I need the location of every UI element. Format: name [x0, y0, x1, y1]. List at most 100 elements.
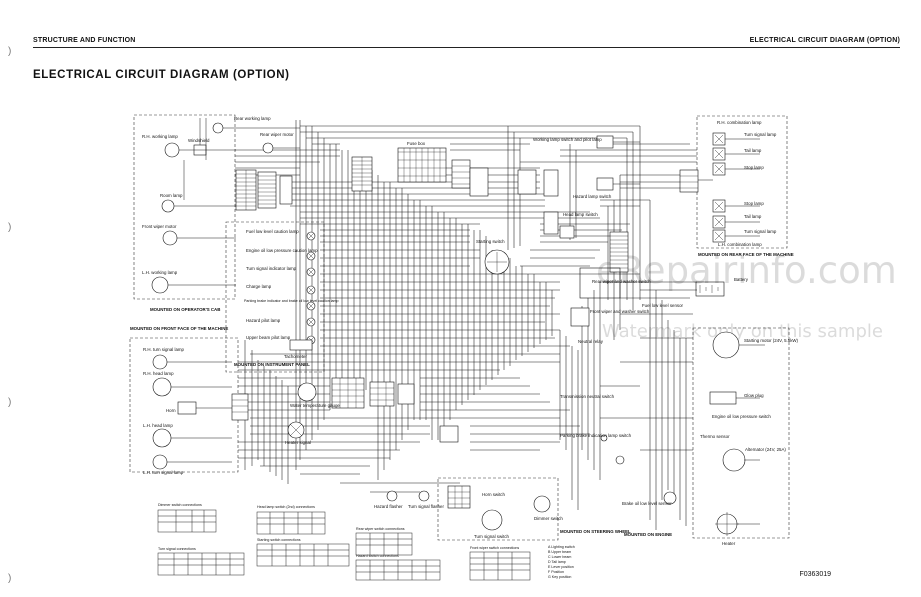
label-hazard-conn: Hazard switch connections — [356, 554, 399, 558]
label-heater: Heater — [722, 541, 736, 546]
binding-mark: ) — [8, 46, 12, 57]
label-hazard-pilot: Hazard pilot lamp — [246, 318, 281, 323]
header-rule — [33, 47, 900, 48]
rh-head-lamp — [152, 377, 172, 397]
figure-code: F0363019 — [799, 571, 831, 578]
legend-item: C Lower beam — [548, 555, 571, 559]
legend-item: E Lever position — [548, 565, 574, 569]
label-rear-wiper-motor: Rear wiper motor — [260, 132, 294, 137]
label-mounted-panel: MOUNTED ON INSTRUMENT PANEL — [234, 362, 310, 367]
label-mounted-steering: MOUNTED ON STEERING WHEEL — [560, 529, 631, 534]
label-front-wiper-motor: Front wiper motor — [142, 224, 177, 229]
steering-connector — [447, 485, 471, 509]
label-hazard-switch: Hazard lamp switch — [573, 194, 612, 199]
legend-item: D Tail lamp — [548, 560, 566, 564]
fuse-connector-2 — [451, 159, 471, 189]
label-dimmer-conn: Dimmer switch connections — [158, 503, 202, 507]
rear-wiper-motor — [262, 142, 274, 154]
label-head-lamp-conn: Head lamp switch (2nd) connections — [257, 505, 315, 509]
watermark-text: eRepairinfo.com — [596, 249, 897, 292]
label-alternator: Alternator (24V, 25A) — [745, 447, 786, 452]
wiper-connector — [570, 307, 590, 327]
page-title: ELECTRICAL CIRCUIT DIAGRAM (OPTION) — [33, 69, 290, 81]
rh-working-lamp — [164, 142, 180, 158]
label-rear-working-lamp: Rear working lamp — [234, 116, 271, 121]
label-thermo: Thermo sensor — [700, 434, 730, 439]
hazard-flasher — [386, 490, 398, 502]
label-starting-switch: Starting switch — [476, 239, 505, 244]
label-rear-wiper-conn: Rear wiper switch connections — [356, 527, 405, 531]
battery — [695, 281, 725, 297]
label-lh-comb: L.H. combination lamp — [718, 242, 762, 247]
horn-connector — [439, 425, 459, 443]
label-brake-oil-sensor: Brake oil low level sensor — [622, 501, 672, 506]
legend-item: B Upper beam — [548, 550, 571, 554]
label-parking-brake: Parking brake indicator and brake oil lo… — [244, 299, 339, 303]
alternator — [722, 448, 746, 472]
steering-frame — [437, 477, 559, 541]
label-tail-lamp: Tail lamp — [744, 148, 762, 153]
lh-working-lamp — [151, 276, 169, 294]
rh-turn-lamp — [152, 354, 168, 370]
label-turn-signal-lamp: Turn signal lamp — [744, 132, 777, 137]
turn-flasher — [418, 490, 430, 502]
label-rh-head: R.H. head lamp — [143, 371, 174, 376]
label-horn: Horn — [166, 408, 176, 413]
label-engine-oil-switch: Engine oil low pressure switch — [712, 414, 771, 419]
front-wiper-motor — [162, 230, 178, 246]
label-rh-comb: R.H. combination lamp — [717, 120, 762, 125]
label-lh-head: L.H. head lamp — [143, 423, 173, 428]
dimmer-conn-table — [157, 509, 217, 533]
engine-frame — [692, 327, 790, 539]
binding-mark: ) — [8, 397, 12, 408]
binding-mark: ) — [8, 573, 12, 584]
label-battery: Battery — [734, 277, 749, 282]
label-room-lamp: Room lamp — [160, 193, 183, 198]
dimmer-switch — [533, 495, 551, 513]
binding-mark: ) — [8, 222, 12, 233]
starting-conn-table — [256, 543, 350, 567]
brake-oil-sensor — [663, 491, 677, 505]
cab-frame — [133, 114, 236, 300]
label-dimmer-switch: Dimmer switch — [534, 516, 563, 521]
legend-item: F Position — [548, 570, 564, 574]
label-mounted-front: MOUNTED ON FRONT FACE OF THE MACHINE — [130, 326, 228, 331]
label-transmission-neutral: Transmission neutral switch — [560, 394, 615, 399]
label-windshield: Windshield — [188, 138, 210, 143]
turn-conn-table — [157, 552, 245, 576]
legend-item: G Key position — [548, 575, 571, 579]
header-section: STRUCTURE AND FUNCTION — [33, 37, 136, 44]
switch-connector-2 — [543, 211, 559, 235]
label-stop-lamp-2: Stop lamp — [744, 201, 764, 206]
relay-block-2 — [517, 169, 537, 195]
starting-motor — [712, 331, 740, 359]
label-mounted-engine: MOUNTED ON ENGINE — [624, 532, 672, 537]
label-mounted-rear: MOUNTED ON REAR FACE OF THE MACHINE — [698, 252, 794, 257]
label-front-wiper-conn: Front wiper switch connections — [470, 546, 519, 550]
header-chapter: ELECTRICAL CIRCUIT DIAGRAM (OPTION) — [749, 37, 900, 44]
head-lamp-conn-table — [256, 511, 326, 535]
gauge-connector-3 — [397, 383, 415, 405]
lh-head-lamp — [152, 428, 172, 448]
tachometer — [289, 339, 313, 351]
front-wiper-conn-table — [469, 551, 531, 581]
label-engine-oil: Engine oil low pressure caution lamp — [246, 248, 318, 253]
label-lh-working-lamp: L.H. working lamp — [142, 270, 178, 275]
label-parking-brake-switch: Parking brake indication lamp switch — [560, 433, 632, 438]
cab-connector-2 — [257, 171, 277, 209]
label-neutral-relay: Neutral relay — [578, 339, 604, 344]
label-fuel-low: Fuel low level caution lamp — [246, 229, 299, 234]
rear-connector — [679, 169, 699, 193]
front-connector — [231, 393, 249, 421]
label-horn-switch: Horn switch — [482, 492, 505, 497]
label-head-lamp-switch: Head lamp switch — [563, 212, 598, 217]
label-turn-flasher: Turn signal flasher — [408, 504, 444, 509]
water-temp-gauge — [297, 382, 317, 402]
label-tail-lamp-2: Tail lamp — [744, 214, 762, 219]
lh-turn-lamp — [152, 454, 168, 470]
room-lamp — [161, 199, 175, 213]
cab-connector-3 — [279, 175, 293, 205]
label-charge-lamp: Charge lamp — [246, 284, 272, 289]
wiper-relay-frame — [579, 267, 621, 299]
